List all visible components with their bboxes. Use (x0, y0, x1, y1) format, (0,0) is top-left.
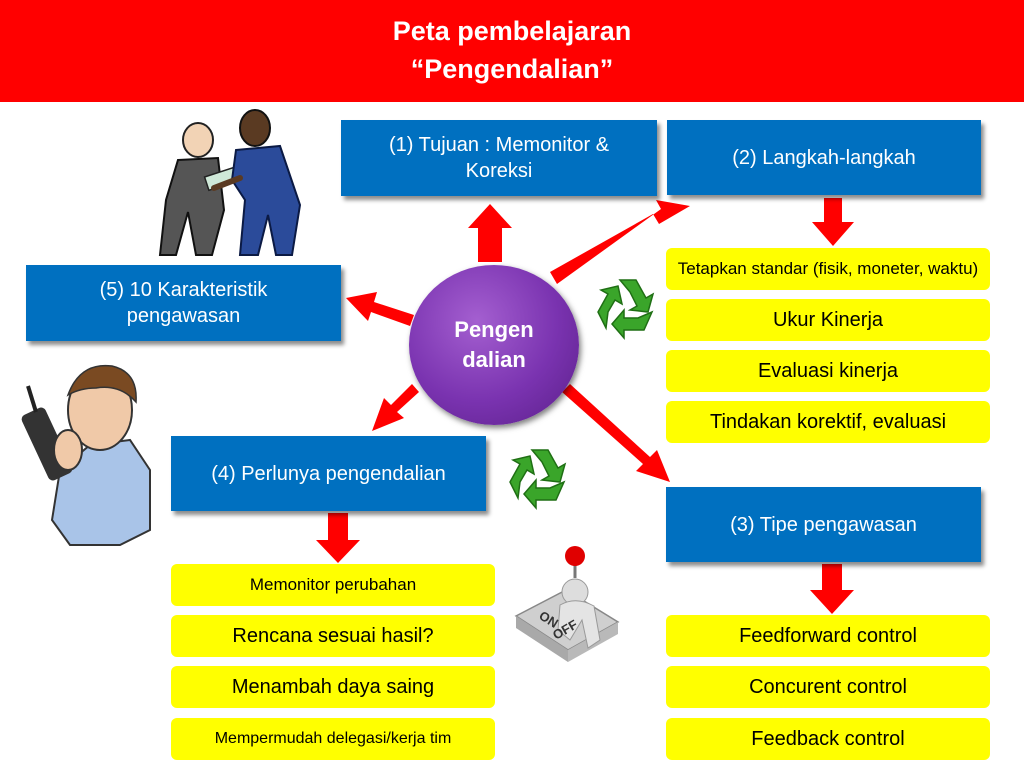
arrow-down-perlunya (316, 513, 360, 563)
langkah-item: Evaluasi kinerja (666, 350, 990, 392)
box-tujuan-line-1: (1) Tujuan : Memonitor & (388, 134, 610, 156)
perlunya-item: Memonitor perubahan (171, 564, 495, 606)
box-langkah: (2) Langkah-langkah (667, 120, 981, 195)
arguing-men-clipart (158, 109, 302, 256)
box-tujuan: (1) Tujuan : Memonitor & Koreksi (341, 120, 657, 196)
box-karakteristik-line-2: pengawasan (126, 305, 241, 327)
arrow-down-tipe (810, 564, 854, 614)
center-node: Pengen dalian (409, 265, 579, 425)
arrow-to-tipe (562, 384, 670, 482)
arrow-left-to-karakteristik (346, 292, 414, 326)
langkah-item: Tetapkan standar (fisik, moneter, waktu) (666, 248, 990, 290)
recycle-icon (597, 279, 655, 341)
langkah-item: Ukur Kinerja (666, 299, 990, 341)
title-line-1: Peta pembelajaran (392, 16, 632, 46)
box-karakteristik-line-1: (5) 10 Karakteristik (99, 279, 268, 301)
box-perlunya: (4) Perlunya pengendalian (171, 436, 486, 511)
on-off-switch-figure: ON OFF (514, 546, 620, 662)
angry-man-phone-clipart (21, 364, 151, 546)
tipe-item: Feedforward control (666, 615, 990, 657)
perlunya-item: Mempermudah delegasi/kerja tim (171, 718, 495, 760)
arrow-to-langkah (550, 200, 690, 284)
perlunya-item: Rencana sesuai hasil? (171, 615, 495, 657)
box-tipe: (3) Tipe pengawasan (666, 487, 981, 562)
recycle-icon (509, 449, 567, 511)
tipe-item: Concurent control (666, 666, 990, 708)
arrow-down-langkah (812, 198, 854, 246)
perlunya-item: Menambah daya saing (171, 666, 495, 708)
center-line-2: dalian (462, 347, 526, 372)
arrow-up-to-tujuan (468, 204, 512, 262)
arrow-to-perlunya (372, 384, 419, 431)
title-line-2: “Pengendalian” (410, 54, 614, 84)
tipe-item: Feedback control (666, 718, 990, 760)
title-banner: Peta pembelajaran “Pengendalian” (0, 0, 1024, 102)
box-tujuan-line-2: Koreksi (465, 160, 533, 182)
langkah-item: Tindakan korektif, evaluasi (666, 401, 990, 443)
box-karakteristik: (5) 10 Karakteristik pengawasan (26, 265, 341, 341)
center-line-1: Pengen (454, 317, 534, 343)
